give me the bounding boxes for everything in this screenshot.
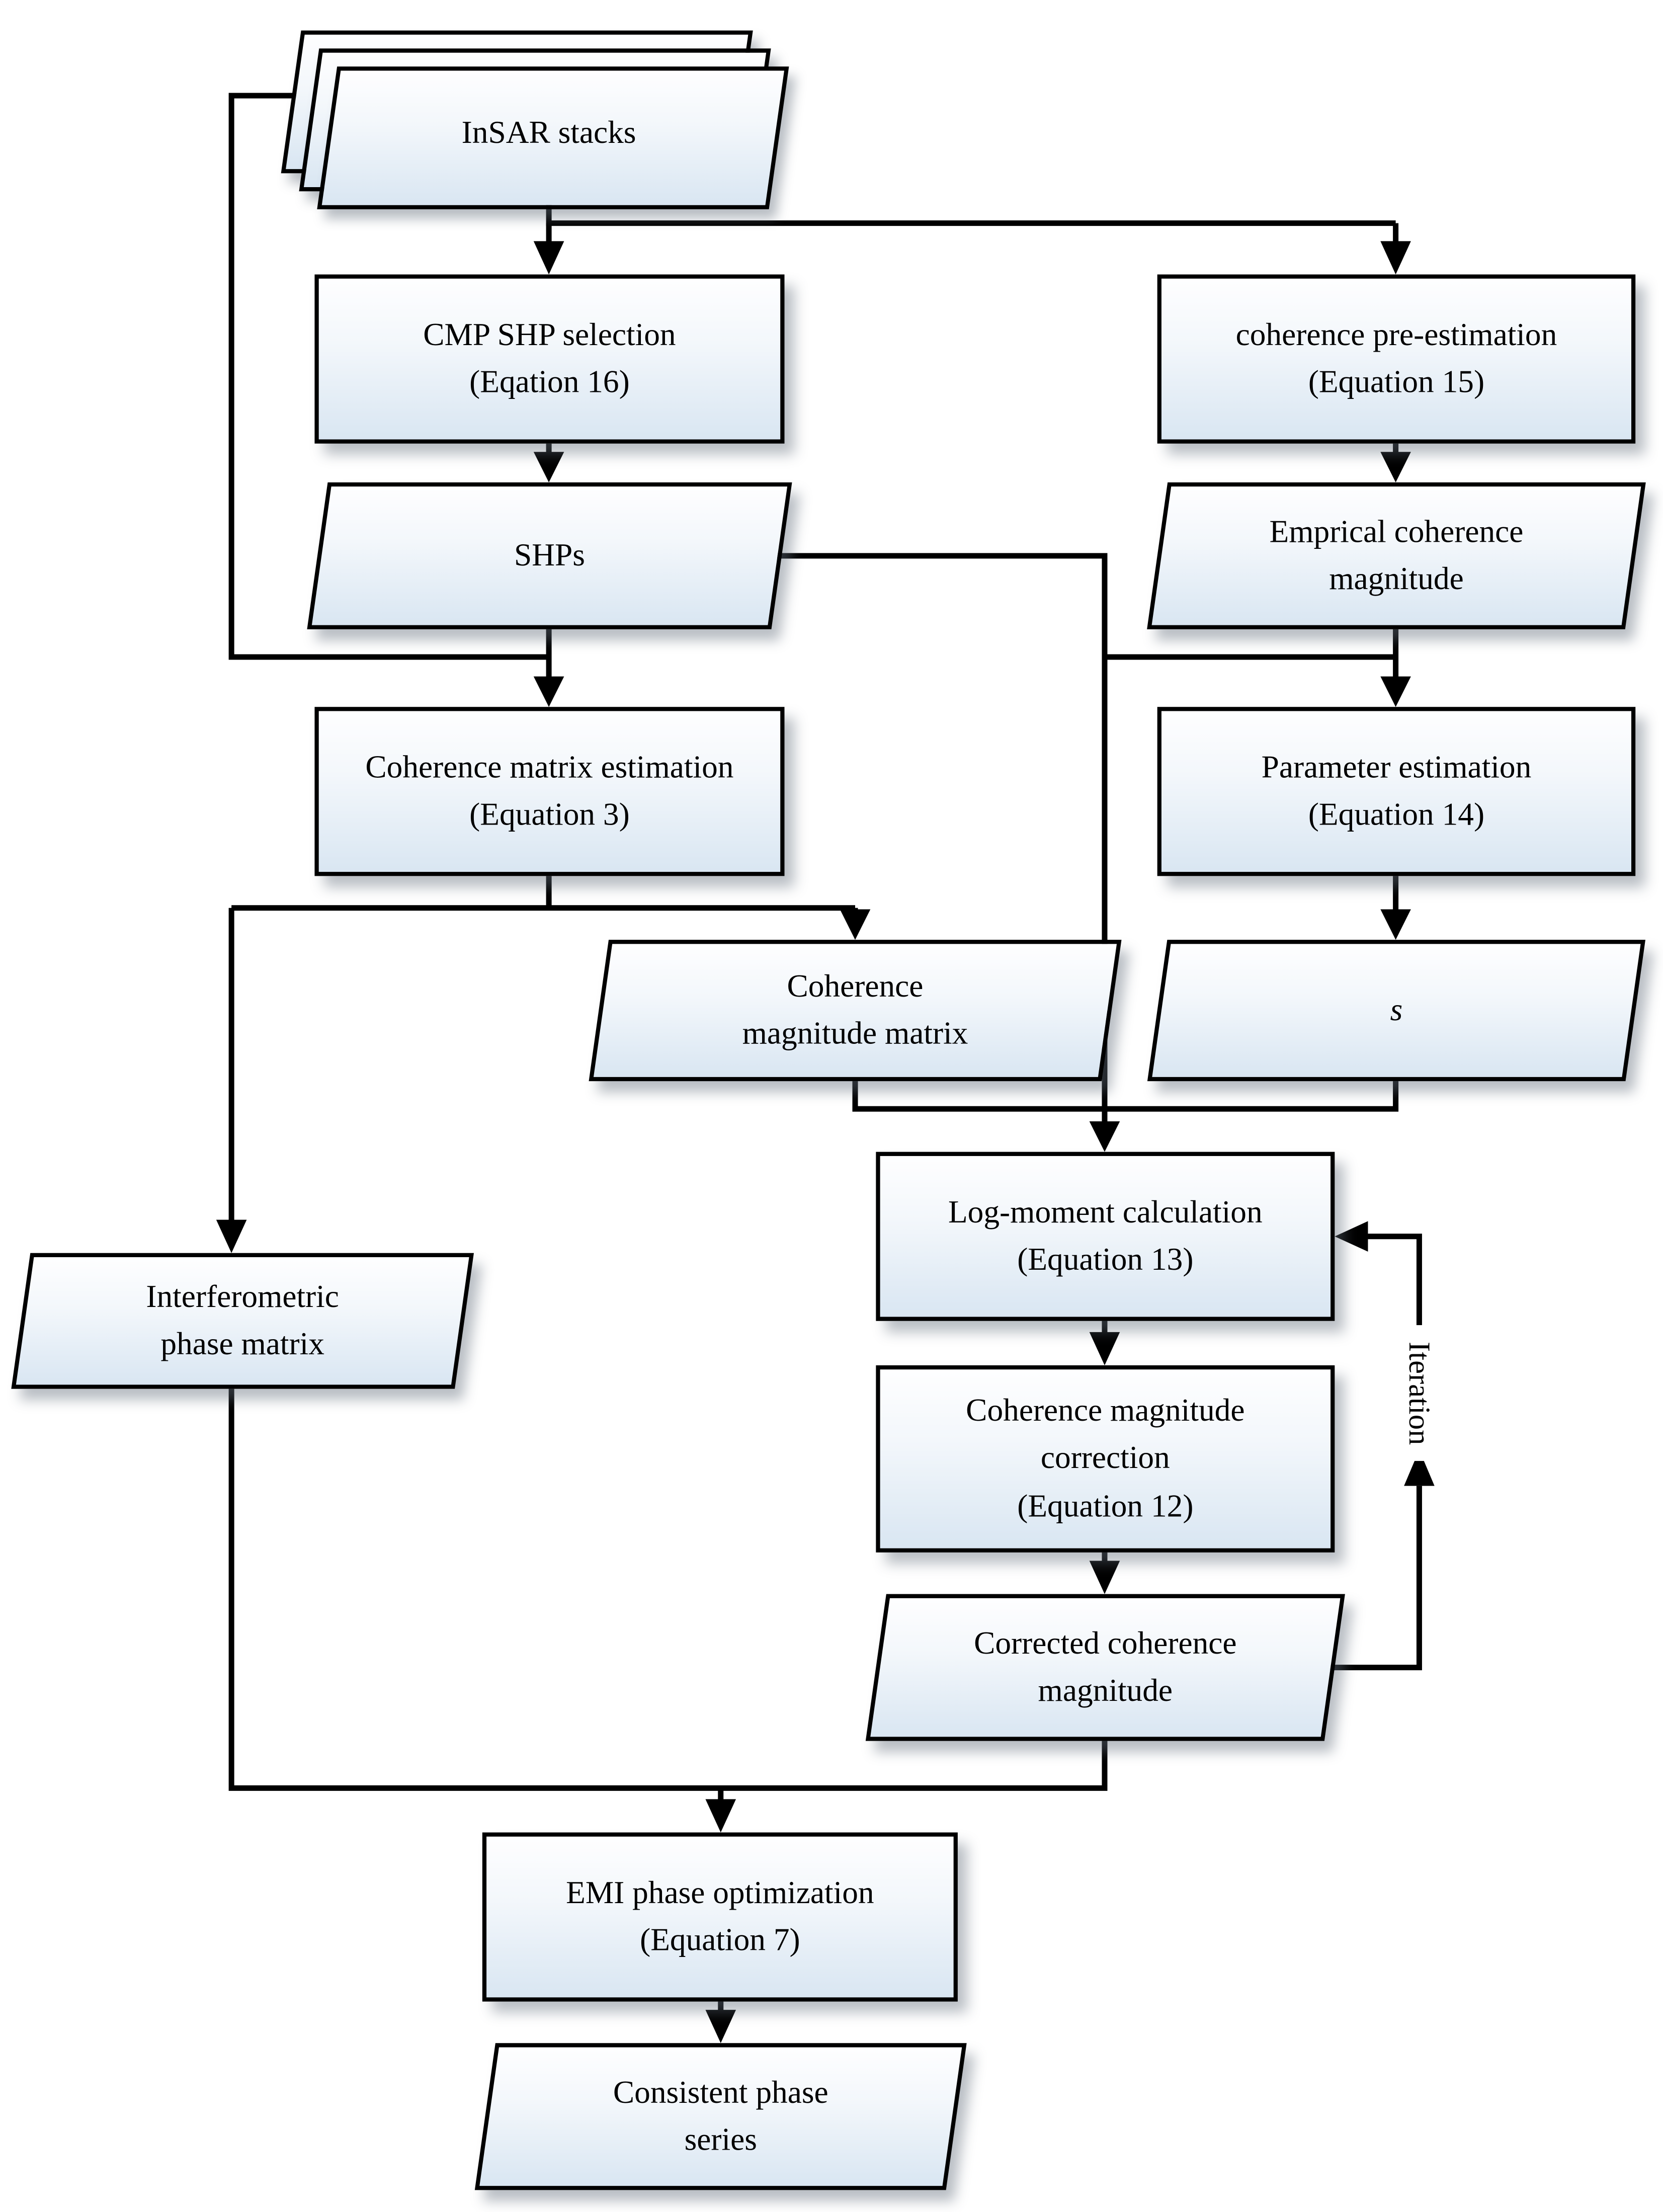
iteration-loop-label: Iteration xyxy=(1388,1325,1450,1461)
data-corrected-coherence-magnitude: Corrected coherence magnitude xyxy=(865,1594,1345,1741)
edge-correction-to-corrected xyxy=(1089,1552,1120,1594)
data-insar-stacks: InSAR stacks xyxy=(281,30,789,210)
node-label: CMP SHP selection (Eqation 16) xyxy=(423,316,676,399)
process-log-moment-calculation: Log-moment calculation (Equation 13) xyxy=(876,1152,1335,1321)
node-label: Parameter estimation (Equation 14) xyxy=(1261,749,1532,832)
node-label: Corrected coherence magnitude xyxy=(974,1625,1237,1708)
data-consistent-phase-series: Consistent phase series xyxy=(474,2043,967,2190)
node-label: s xyxy=(1390,992,1403,1027)
node-label: Log-moment calculation (Equation 13) xyxy=(948,1194,1263,1277)
edge-cmm-s-merge xyxy=(852,1081,1399,1112)
edge-logmoment-to-correction xyxy=(1089,1321,1120,1365)
process-box-shape xyxy=(876,1365,1335,1552)
data-coherence-magnitude-matrix: Coherence magnitude matrix xyxy=(589,940,1122,1082)
edge-insar-to-coherence-matrix-feedback xyxy=(228,93,549,660)
node-label: SHPs xyxy=(514,537,585,572)
edge-shps-to-cme xyxy=(533,629,564,707)
node-label: Interferometric phase matrix xyxy=(146,1278,339,1361)
process-parameter-estimation: Parameter estimation (Equation 14) xyxy=(1157,707,1636,876)
process-coherence-pre-estimation: coherence pre-estimation (Equation 15) xyxy=(1157,274,1636,444)
process-box-shape xyxy=(314,274,785,444)
edge-cme-split xyxy=(216,876,871,1253)
edge-iteration-loop xyxy=(1302,1221,1435,1671)
node-label: EMI phase optimization (Equation 7) xyxy=(566,1874,874,1957)
process-coherence-magnitude-correction: Coherence magnitude correction (Equation… xyxy=(876,1365,1335,1552)
data-empirical-coherence-magnitude: Emprical coherence magnitude xyxy=(1147,482,1646,629)
process-box-shape xyxy=(1157,274,1636,444)
edge-merge-to-emi-line xyxy=(228,1388,1108,1833)
edge-empirical-to-parameter xyxy=(1380,629,1411,707)
node-label: coherence pre-estimation (Equation 15) xyxy=(1235,316,1557,399)
node-label: Emprical coherence magnitude xyxy=(1269,513,1524,596)
node-label: InSAR stacks xyxy=(461,115,636,150)
process-box-shape xyxy=(314,707,785,876)
process-cmp-shp-selection: CMP SHP selection (Eqation 16) xyxy=(314,274,785,444)
node-label: Coherence matrix estimation (Equation 3) xyxy=(365,749,734,832)
process-box-shape xyxy=(1157,707,1636,876)
data-s-parameter: s xyxy=(1147,940,1646,1082)
node-label: Coherence magnitude correction (Equation… xyxy=(966,1392,1245,1523)
data-shps: SHPs xyxy=(307,482,792,629)
edge-pre-to-empirical xyxy=(1380,443,1411,482)
edge-cmp-to-shps xyxy=(533,443,564,482)
edge-parameter-to-s xyxy=(1380,876,1411,940)
node-label: Coherence magnitude matrix xyxy=(742,968,968,1051)
edge-shps-junction-to-logmoment xyxy=(770,553,1120,1152)
process-emi-phase-optimization: EMI phase optimization (Equation 7) xyxy=(482,1832,958,2002)
node-label: Consistent phase series xyxy=(613,2074,828,2157)
edge-emi-to-consistent xyxy=(705,2001,736,2043)
process-box-shape xyxy=(482,1832,958,2002)
process-coherence-matrix-estimation: Coherence matrix estimation (Equation 3) xyxy=(314,707,785,876)
data-interferometric-phase-matrix: Interferometric phase matrix xyxy=(11,1253,474,1389)
process-box-shape xyxy=(876,1152,1335,1321)
